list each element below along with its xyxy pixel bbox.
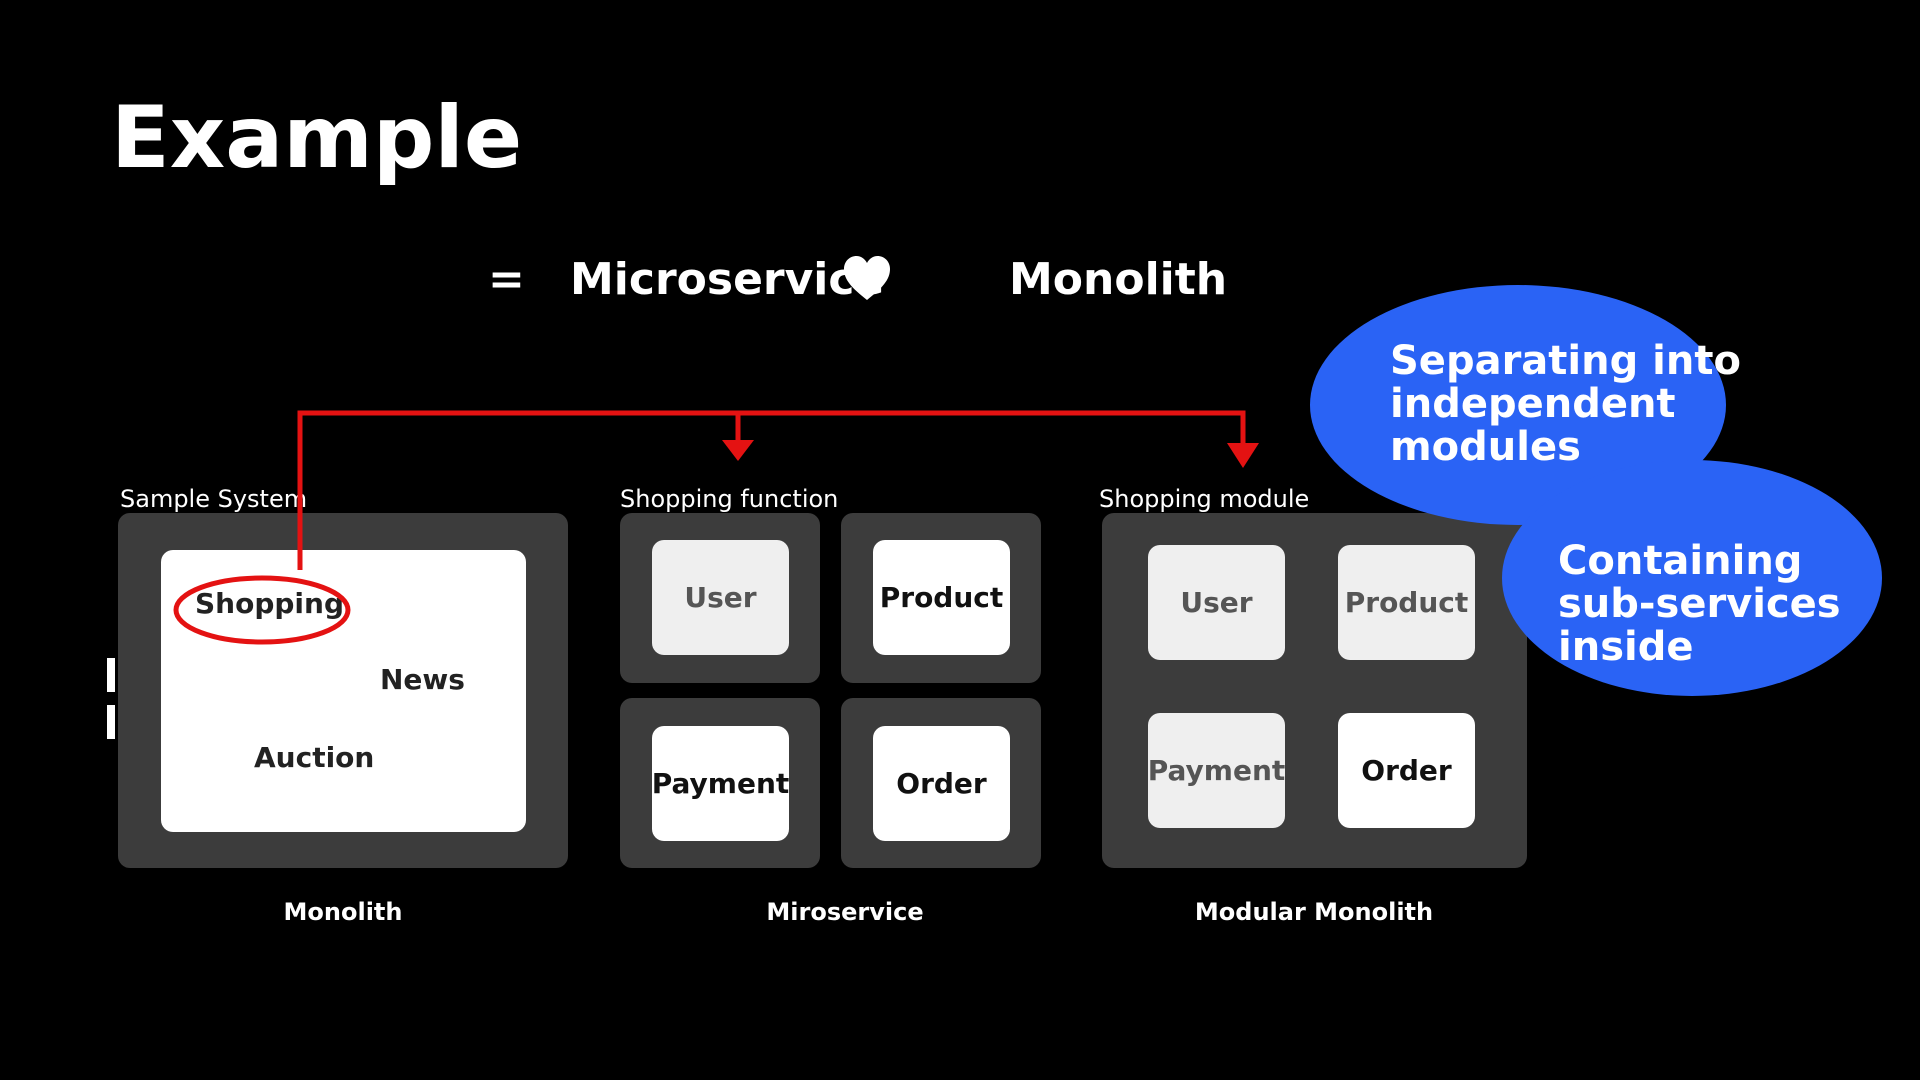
equation-left-term: Microservice bbox=[570, 254, 885, 305]
heart-icon bbox=[844, 256, 890, 300]
bubble-1-line: modules bbox=[1390, 424, 1581, 470]
monolith-item-auction: Auction bbox=[254, 741, 375, 774]
bubble-2: Containing sub-services inside bbox=[1558, 540, 1841, 669]
microservice-frame-user: User bbox=[620, 513, 820, 683]
page-title: Example bbox=[111, 88, 523, 188]
edge-mark bbox=[107, 658, 115, 692]
microservice-module-payment: Payment bbox=[652, 726, 789, 841]
microservice-frame-order: Order bbox=[841, 698, 1041, 868]
bubble-2-line: inside bbox=[1558, 624, 1694, 670]
shopping-highlight bbox=[173, 575, 351, 645]
modular-monolith-label: Modular Monolith bbox=[1194, 898, 1434, 926]
monolith-caption: Sample System bbox=[120, 485, 308, 513]
connector-line bbox=[297, 410, 1246, 570]
bubble-2-line: Containing bbox=[1558, 538, 1803, 584]
modular-module-order: Order bbox=[1338, 713, 1475, 828]
microservice-module-user: User bbox=[652, 540, 789, 655]
modular-monolith-caption: Shopping module bbox=[1099, 485, 1310, 513]
monolith-label: Monolith bbox=[283, 898, 403, 926]
equation-right-term: Monolith bbox=[1009, 254, 1228, 305]
microservice-caption: Shopping function bbox=[620, 485, 839, 513]
microservice-module-product: Product bbox=[873, 540, 1010, 655]
modular-module-payment: Payment bbox=[1148, 713, 1285, 828]
microservice-module-order: Order bbox=[873, 726, 1010, 841]
equals-sign: = bbox=[488, 254, 525, 305]
equation: = Microservice Monolith bbox=[0, 252, 1920, 322]
bubble-1-line: Separating into bbox=[1390, 338, 1741, 384]
arrow-head-modular bbox=[1227, 443, 1259, 468]
modular-monolith-frame: User Product Payment Order bbox=[1102, 513, 1527, 868]
bubble-2-line: sub-services bbox=[1558, 581, 1841, 627]
modular-module-product: Product bbox=[1338, 545, 1475, 660]
monolith-item-news: News bbox=[380, 663, 465, 696]
bubble-1-line: independent bbox=[1390, 381, 1676, 427]
arrow-head-microservice bbox=[722, 440, 754, 461]
microservice-label: Miroservice bbox=[766, 898, 924, 926]
bubble-1: Separating into independent modules bbox=[1390, 340, 1741, 469]
modular-module-user: User bbox=[1148, 545, 1285, 660]
microservice-frame-product: Product bbox=[841, 513, 1041, 683]
microservice-frame-payment: Payment bbox=[620, 698, 820, 868]
edge-mark bbox=[107, 705, 115, 739]
monolith-item-shopping: Shopping bbox=[195, 587, 344, 620]
